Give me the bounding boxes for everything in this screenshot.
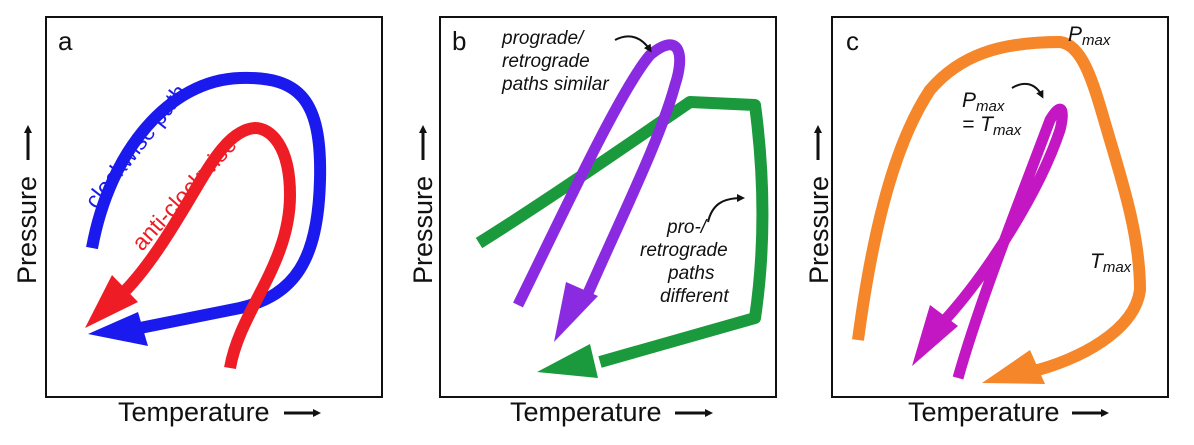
tmax-sub: max xyxy=(1103,259,1132,276)
panel-b-y-label: Pressure xyxy=(408,176,438,284)
different-note-line3: paths xyxy=(667,263,715,284)
pmax-eq-pointer-arrow xyxy=(1011,82,1044,99)
panel-a-letter: a xyxy=(58,26,73,56)
pmax-eq-line1: Pmax xyxy=(962,89,1005,115)
different-note-line1: pro-/ xyxy=(666,217,708,238)
different-note-line4: different xyxy=(660,286,729,307)
similar-pointer-arrow xyxy=(614,35,652,53)
pmax-eq-line2: = Tmax xyxy=(962,113,1022,139)
pmax-top-main: P xyxy=(1068,23,1082,46)
tmax-eq-sub: max xyxy=(993,122,1022,139)
similar-path-arrow xyxy=(513,39,686,308)
panel-a-y-label: Pressure xyxy=(12,176,42,284)
panel-a-x-label: Temperature xyxy=(118,397,270,427)
clockwise-path-arrow xyxy=(86,71,327,336)
tmax-label: Tmax xyxy=(1090,250,1132,276)
similar-note-line3: paths similar xyxy=(501,74,609,95)
panel-b-letter: b xyxy=(452,26,466,56)
panel-b-frame xyxy=(439,16,777,398)
tmax-eq-prefix: = xyxy=(962,113,980,136)
outer-arrowhead xyxy=(982,350,1045,384)
anticlockwise-arrowhead xyxy=(85,275,138,328)
panel-a: a clockwise path anti-clockwise Pressure… xyxy=(12,16,383,427)
outer-path-arrow xyxy=(852,35,1147,378)
pmax-eq-sub: max xyxy=(976,98,1005,115)
panel-a-frame xyxy=(45,16,383,398)
panel-c: c Pmax Pmax = Tmax Tmax Pressure Tempera… xyxy=(804,16,1169,427)
similar-arrowhead xyxy=(554,282,598,342)
pmax-top-sub: max xyxy=(1082,32,1111,49)
pmax-eq-main: P xyxy=(962,89,976,112)
different-note-line2: retrograde xyxy=(640,240,728,261)
clockwise-arrowhead xyxy=(88,312,148,346)
panel-b: b prograde/ retrograde paths similar pro… xyxy=(408,16,777,427)
different-pointer-arrow xyxy=(707,194,745,223)
different-path-arrow xyxy=(475,96,769,368)
anticlockwise-path-arrow xyxy=(121,121,297,370)
panel-c-x-label: Temperature xyxy=(908,397,1060,427)
pmax-top-label: Pmax xyxy=(1068,23,1111,49)
tmax-eq-main: T xyxy=(980,113,995,136)
panel-b-x-label: Temperature xyxy=(510,397,662,427)
panel-c-letter: c xyxy=(846,26,859,56)
inner-path-arrow xyxy=(940,103,1068,380)
similar-note-line2: retrograde xyxy=(502,51,590,72)
different-arrowhead xyxy=(537,344,598,378)
panel-c-frame xyxy=(831,16,1169,398)
panel-c-y-label: Pressure xyxy=(804,176,834,284)
similar-note-line1: prograde/ xyxy=(501,28,585,49)
inner-arrowhead xyxy=(912,305,958,366)
tmax-main: T xyxy=(1090,250,1105,273)
